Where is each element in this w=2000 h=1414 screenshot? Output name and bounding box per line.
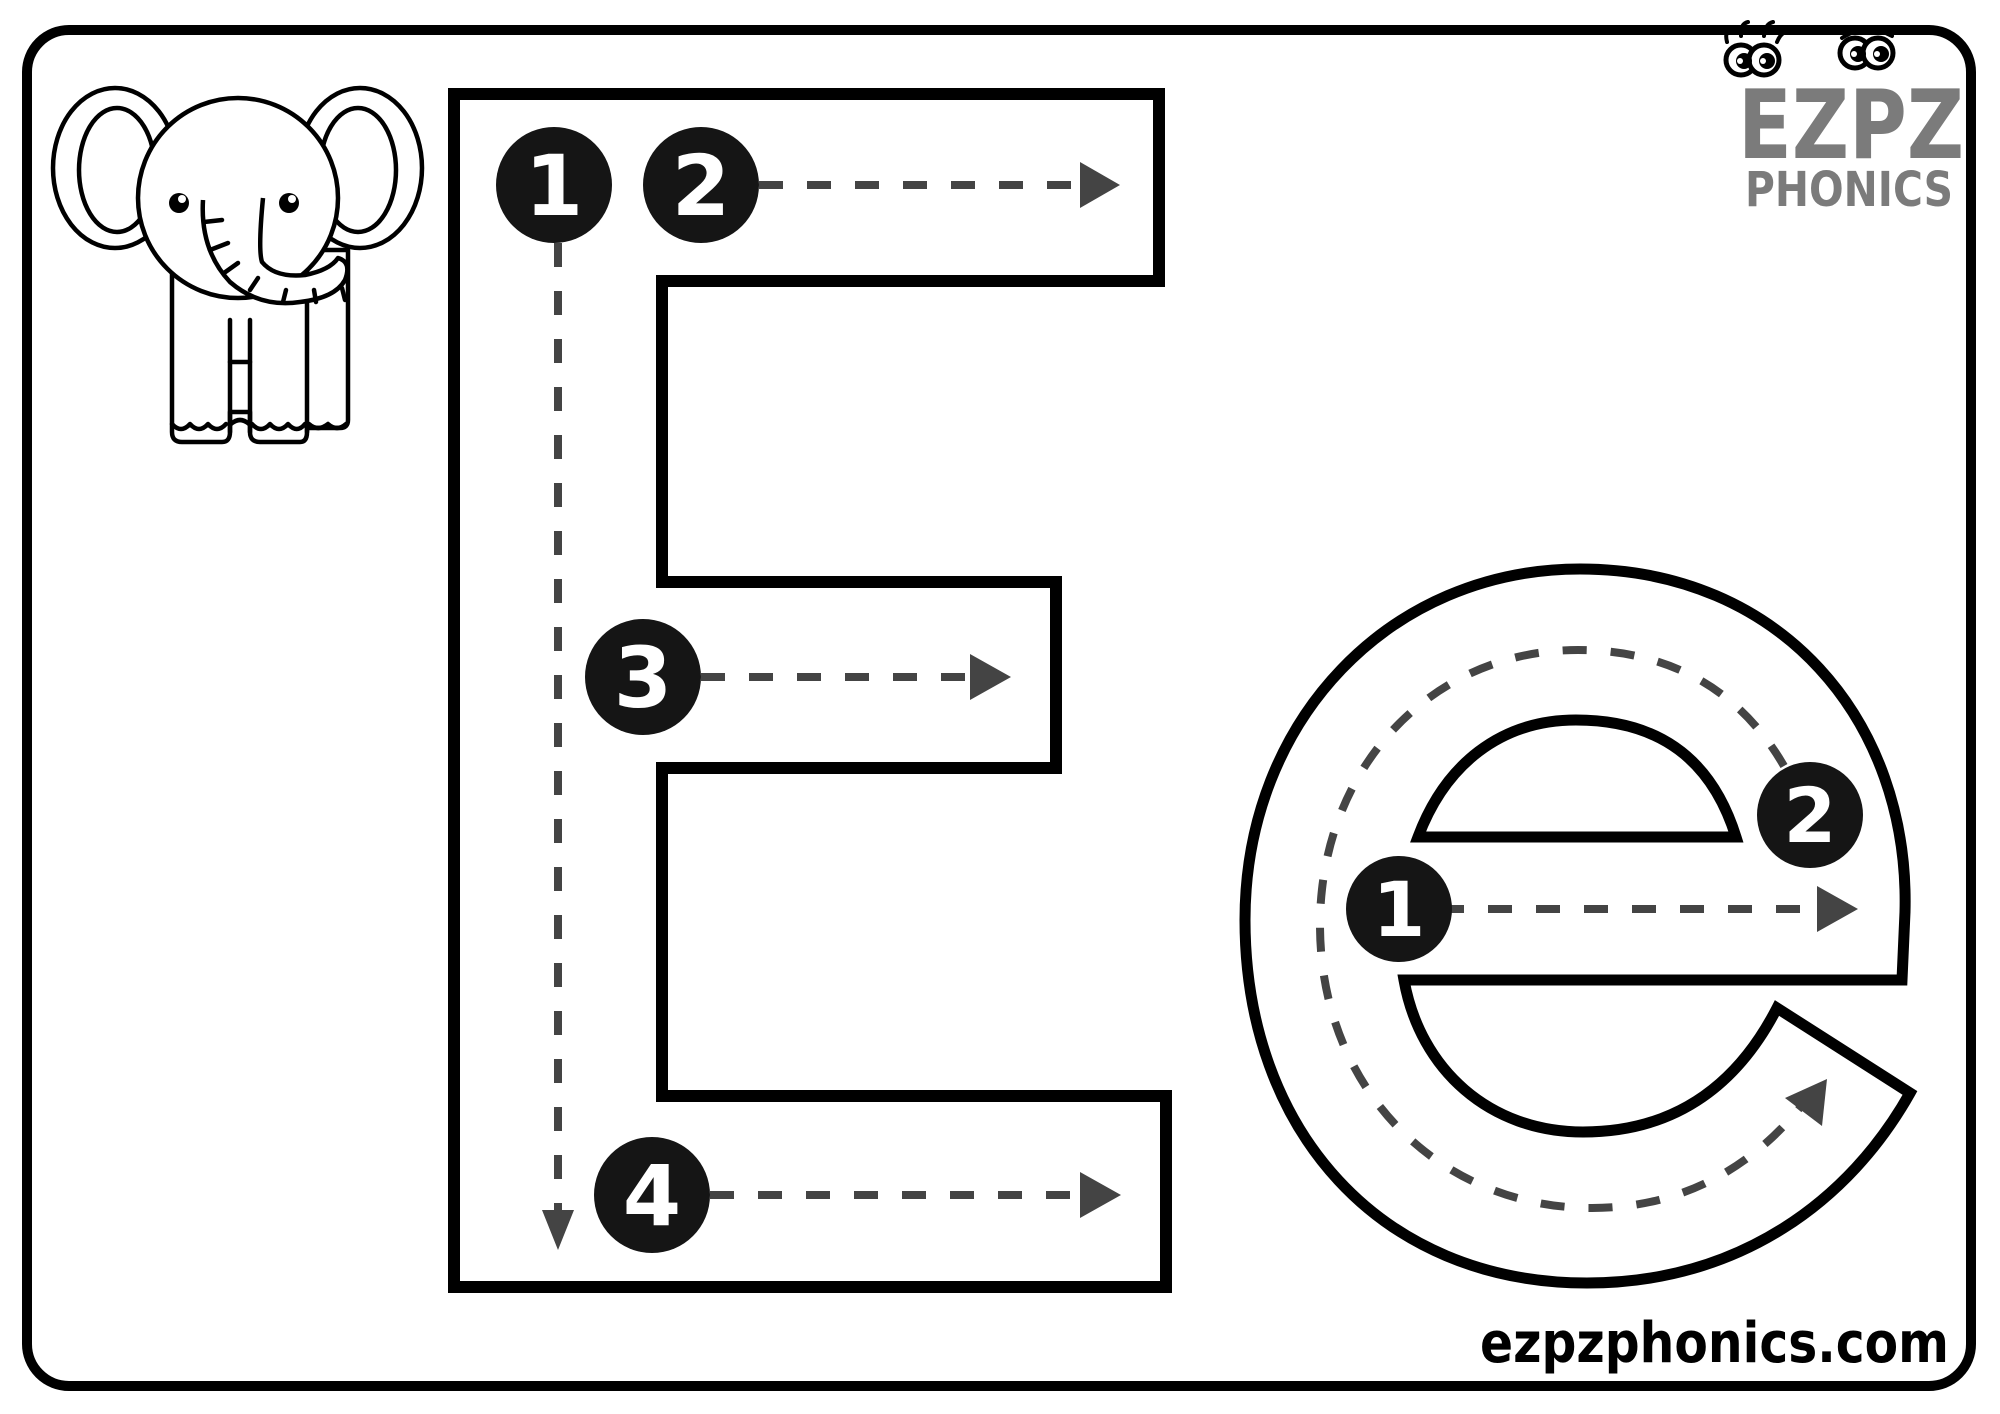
uppercase-e-tracing: 1 2 3 4 [448,88,1172,1293]
trunk-wrinkle-3 [221,260,241,276]
arrow-right-icon [1080,162,1120,208]
step-badge-3: 3 [585,619,701,735]
logo-eyes-left-icon [1723,20,1792,78]
step-number: 4 [623,1147,681,1245]
toes-right [306,421,349,431]
toes-left [169,421,229,432]
trunk-wrinkle-7 [339,285,348,303]
trunk-wrinkle-1 [201,217,225,225]
step-number: 1 [1373,865,1426,954]
elephant-trunk [200,197,350,306]
arrow-curve-icon [1785,1079,1827,1126]
e-step-badge-1: 1 [1346,856,1452,962]
arrow-right-icon [970,654,1011,700]
step-number: 3 [614,629,672,727]
step-number: 2 [672,137,730,235]
step-number: 1 [525,137,583,235]
step-badge-4: 4 [594,1137,710,1253]
arrow-down-icon [542,1210,574,1250]
guide-stroke-e2 [1315,645,1810,1213]
left-eye-shine [178,195,186,203]
trunk-wrinkle-2 [207,240,231,253]
elephant-head [135,95,341,301]
trunk-wrinkle-5 [280,287,289,305]
ezpz-phonics-logo: EZPZ PHONICS [1723,20,1964,218]
elephant-illustration [50,85,425,445]
trunk-wrinkle-4 [247,275,261,293]
left-eye [169,193,189,213]
e-step-badge-2: 2 [1757,762,1863,868]
website-url: ezpzphonics.com [1480,1311,1949,1376]
logo-line-2: PHONICS [1745,162,1953,218]
page-frame [22,25,1976,1391]
trunk-wrinkle-6 [311,287,319,305]
arrow-right-icon [1817,886,1858,932]
logo-line-1: EZPZ [1738,71,1964,182]
arrow-right-icon [1080,1172,1121,1218]
toes-back [228,417,252,427]
lowercase-e-eye [1410,714,1744,843]
toes-mid [249,421,308,432]
logo-eyes-right-icon [1837,27,1896,71]
lowercase-e-tracing: 1 2 [1239,563,1918,1289]
uppercase-e-outline [448,88,1172,1293]
lowercase-e-outline [1239,563,1918,1289]
right-eye-shine [288,195,296,203]
step-number: 2 [1784,771,1837,860]
step-badge-1: 1 [496,127,612,243]
right-eye [279,193,299,213]
step-badge-2: 2 [643,127,759,243]
